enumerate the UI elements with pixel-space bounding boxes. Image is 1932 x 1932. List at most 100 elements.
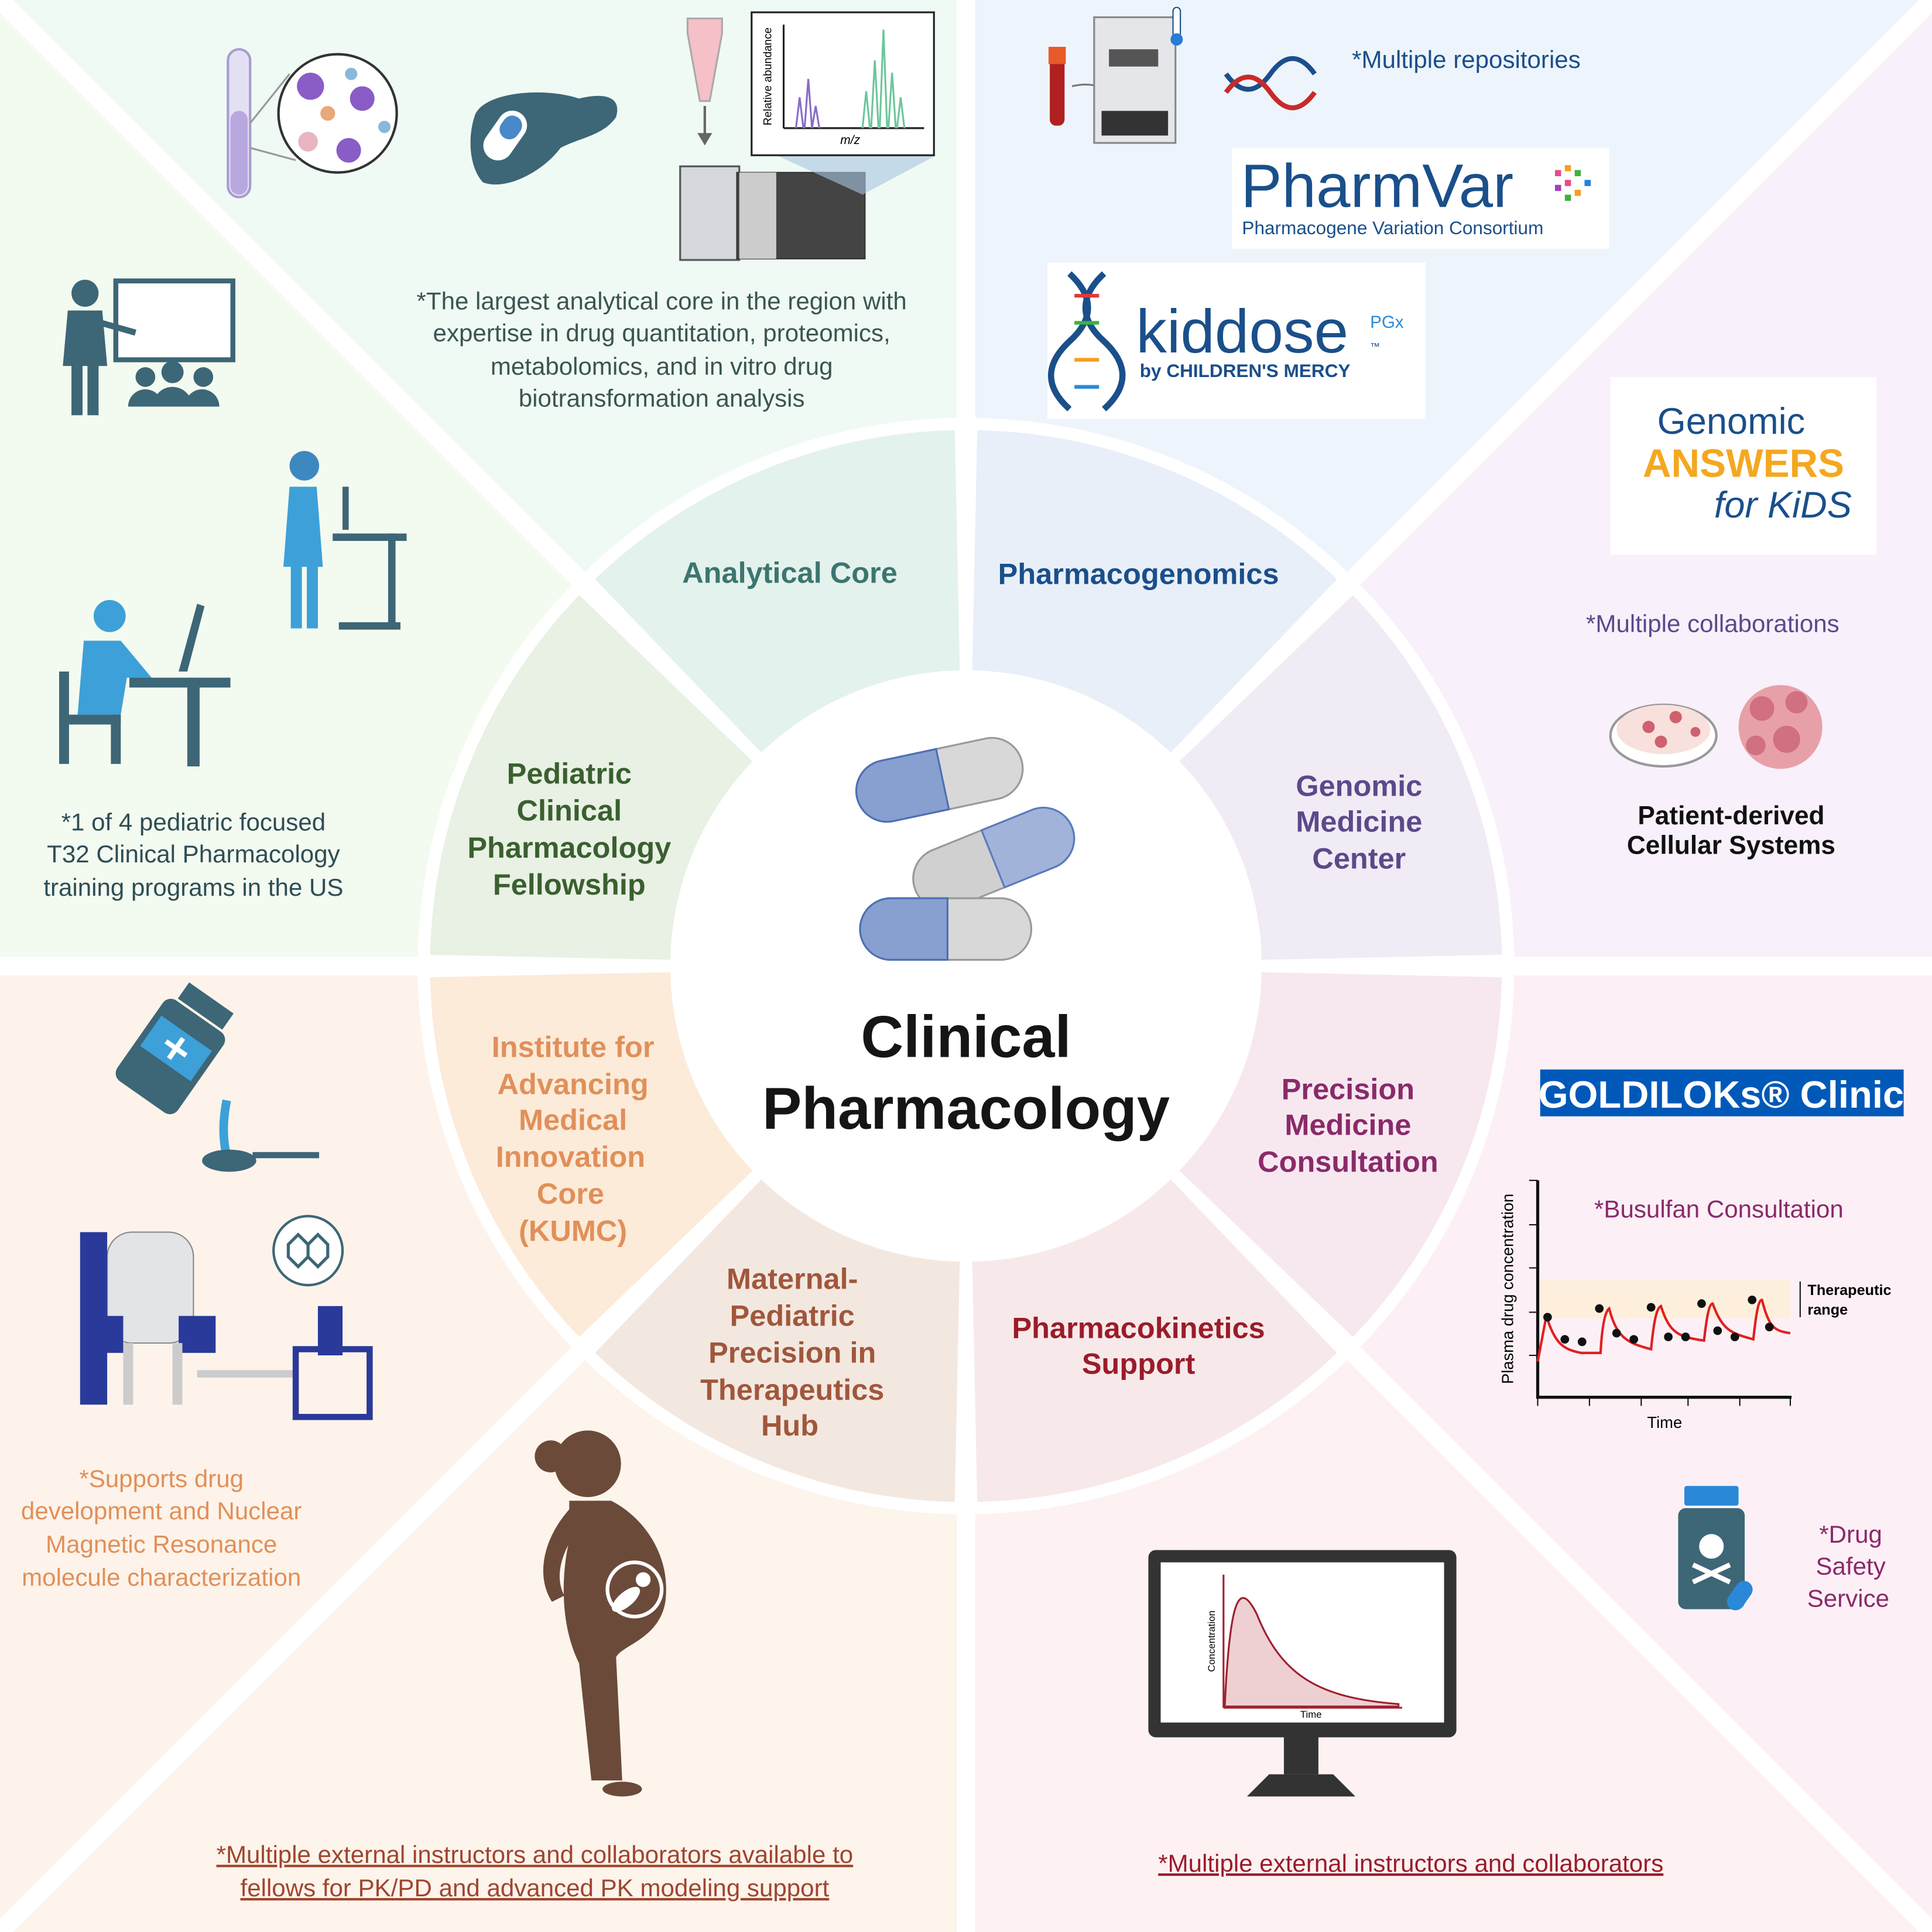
- cells-magnified-icon: [277, 53, 398, 174]
- pk-ylabel: Concentration: [1206, 1611, 1217, 1672]
- pregnant-woman-icon: [535, 1430, 666, 1797]
- label-line: (KUMC): [519, 1214, 627, 1247]
- genomic-answers-logo: Genomic ANSWERS for KiDS: [1610, 377, 1877, 555]
- label-maternal-pediatric: Maternal- Pediatric Precision in Therape…: [700, 1262, 884, 1441]
- teacher-classroom-icon: [63, 278, 235, 416]
- label-line: Maternal-: [727, 1262, 858, 1295]
- label-line: Support: [1082, 1347, 1195, 1381]
- label-analytical-core: Analytical Core: [682, 556, 898, 589]
- mass-spectrometer-icon: [679, 17, 937, 261]
- label-line: Patient-derived: [1638, 801, 1824, 830]
- note-line: molecule characterization: [22, 1564, 301, 1591]
- analytical-core-note: *The largest analytical core in the regi…: [416, 287, 906, 412]
- organoid-icon: [1738, 685, 1823, 769]
- label-line: Advancing: [498, 1067, 649, 1101]
- pk-monitor-icon: Concentration Time: [1148, 1550, 1457, 1797]
- poison-bottle-icon: [1678, 1486, 1753, 1611]
- petri-dish-icon: [1609, 703, 1718, 768]
- note-line: Service: [1807, 1584, 1889, 1612]
- genomic-answers-line2: ANSWERS: [1643, 441, 1844, 485]
- busulfan-title: *Busulfan Consultation: [1594, 1195, 1844, 1222]
- note-line: *Drug: [1819, 1520, 1882, 1548]
- pharmvar-logo: PharmVar Pharmacogene Variation Consorti…: [1232, 148, 1609, 249]
- note-line: metabolomics, and in vitro drug: [491, 352, 833, 380]
- note-line: Magnetic Resonance: [46, 1530, 277, 1558]
- label-line: Innovation: [496, 1140, 645, 1173]
- student-computer-icon: [59, 600, 231, 767]
- label-line: Core: [537, 1177, 604, 1210]
- label-pharmacogenomics: Pharmacogenomics: [998, 557, 1279, 591]
- ms-ylabel: Relative abundance: [762, 28, 774, 125]
- external-collaborators-left-link[interactable]: *Multiple external instructors and colla…: [217, 1841, 854, 1902]
- kiddose-name: kiddose: [1136, 297, 1348, 366]
- segment-pk-support[interactable]: [972, 1174, 1337, 1502]
- center-title-line1: Clinical: [861, 1005, 1071, 1070]
- nmr-spectrometer-icon: [80, 1231, 373, 1420]
- ms-xlabel: m/z: [840, 133, 860, 147]
- label-line: Consultation: [1258, 1145, 1438, 1178]
- label-line: Therapeutics: [700, 1373, 884, 1406]
- kiddose-subtitle: by CHILDREN'S MERCY: [1140, 360, 1351, 381]
- kiddose-dna-icon: [1048, 271, 1126, 412]
- label-line: Pediatric: [507, 757, 632, 790]
- segment-pediatric-fellowship[interactable]: [430, 595, 758, 960]
- patient-derived-label: Patient-derived Cellular Systems: [1627, 801, 1835, 860]
- kiddose-tm: ™: [1370, 341, 1380, 352]
- ms-spectrum-plot: Relative abundance m/z: [751, 11, 935, 156]
- drug-safety-note: *Drug Safety Service: [1807, 1520, 1889, 1612]
- label-line: Pharmacology: [467, 831, 671, 864]
- lab-scientist-icon: [283, 451, 407, 630]
- segment-genomic-medicine-center[interactable]: [1174, 595, 1502, 960]
- pharmvar-subtitle: Pharmacogene Variation Consortium: [1242, 217, 1543, 238]
- band-label-line1: Therapeutic: [1807, 1282, 1891, 1299]
- pharmvar-name: PharmVar: [1241, 152, 1513, 221]
- busulfan-chart: Therapeutic range *Busulfan Consultation…: [1498, 1180, 1892, 1431]
- label-line: Cellular Systems: [1627, 831, 1835, 859]
- note-line: T32 Clinical Pharmacology: [47, 840, 340, 868]
- center-circle: [670, 670, 1262, 1262]
- segment-institute[interactable]: [430, 972, 758, 1337]
- segment-maternal-pediatric[interactable]: [595, 1174, 960, 1502]
- note-line: development and Nuclear: [21, 1497, 302, 1525]
- label-line: Genomic: [1296, 769, 1422, 803]
- note-line: *Supports drug: [79, 1465, 244, 1492]
- segment-analytical-core[interactable]: [595, 430, 960, 758]
- kiddose-logo: kiddose PGx ™ by CHILDREN'S MERCY: [1047, 262, 1426, 419]
- t32-note: *1 of 4 pediatric focused T32 Clinical P…: [43, 808, 343, 901]
- sample-points: [1543, 1295, 1774, 1347]
- pk-xlabel: Time: [1300, 1709, 1322, 1720]
- band-label-line2: range: [1807, 1302, 1848, 1318]
- label-line: Hub: [761, 1409, 818, 1442]
- label-pk-support: Pharmacokinetics Support: [1012, 1311, 1265, 1381]
- center-title-line2: Pharmacology: [762, 1076, 1170, 1142]
- segment-precision-medicine[interactable]: [1174, 972, 1502, 1337]
- external-collaborators-right-link[interactable]: *Multiple external instructors and colla…: [1158, 1849, 1663, 1877]
- segment-pharmacogenomics[interactable]: [972, 430, 1337, 758]
- link-line[interactable]: *Multiple external instructors and colla…: [217, 1841, 854, 1868]
- nmr-note: *Supports drug development and Nuclear M…: [21, 1465, 302, 1591]
- label-line: Center: [1312, 842, 1406, 875]
- pills-icon: [855, 737, 1075, 961]
- label-line: Medicine: [1284, 1108, 1411, 1141]
- label-line: Medicine: [1296, 805, 1422, 838]
- note-line: training programs in the US: [43, 873, 343, 901]
- molecule-icon: [272, 1215, 344, 1287]
- label-line: Fellowship: [493, 868, 646, 901]
- label-pediatric-fellowship: Pediatric Clinical Pharmacology Fellowsh…: [467, 757, 671, 901]
- busulfan-ylabel: Plasma drug concentration: [1498, 1194, 1516, 1384]
- note-line: *The largest analytical core in the regi…: [416, 287, 906, 314]
- note-line: biotransformation analysis: [519, 385, 805, 412]
- label-genomic-medicine-center: Genomic Medicine Center: [1296, 769, 1422, 875]
- label-line: Medical: [519, 1103, 627, 1136]
- note-line: expertise in drug quantitation, proteomi…: [433, 319, 890, 347]
- pharmvar-dots-icon: [1554, 165, 1591, 201]
- repositories-note: *Multiple repositories: [1352, 46, 1581, 73]
- link-line[interactable]: fellows for PK/PD and advanced PK modeli…: [241, 1874, 830, 1902]
- wheel: [430, 430, 1502, 1502]
- genomic-answers-line3: for KiDS: [1714, 485, 1852, 526]
- kiddose-tag: PGx: [1370, 313, 1404, 332]
- liver-icon: [470, 92, 618, 185]
- collaborations-note: *Multiple collaborations: [1586, 610, 1839, 638]
- medicine-bottle-spoon-icon: [115, 982, 320, 1172]
